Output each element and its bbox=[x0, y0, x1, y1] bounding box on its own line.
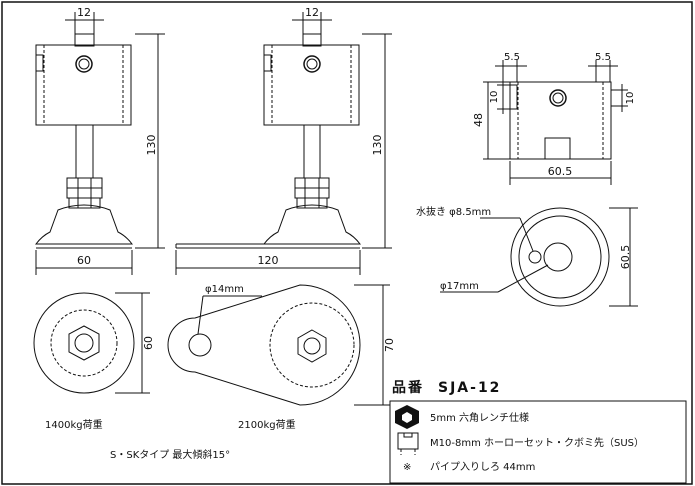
plan-view-2: φ14mm 70 2100kg荷重 bbox=[167, 284, 396, 431]
dim-base-1: 60 bbox=[77, 254, 91, 267]
product-code: SJA-12 bbox=[438, 380, 501, 396]
dim-bottom-dia: 60.5 bbox=[619, 245, 632, 270]
legend-row-2: M10-8mm ホーローセット・クボミ先（SUS） bbox=[430, 437, 644, 449]
hex-nut-2 bbox=[297, 329, 327, 363]
legend-box: 5mm 六角レンチ仕様 M10-8mm ホーローセット・クボミ先（SUS） ※ … bbox=[389, 400, 687, 484]
hole-17 bbox=[543, 242, 573, 272]
legend-row-1: 5mm 六角レンチ仕様 bbox=[430, 411, 529, 424]
legend-row-3-mark: ※ bbox=[403, 462, 411, 473]
dim-plan-2: 70 bbox=[383, 338, 396, 352]
front-view-1: 12 130 60 bbox=[34, 6, 165, 275]
dim-base-2: 120 bbox=[258, 254, 279, 267]
legend-row-3: パイプ入りしろ 44mm bbox=[430, 461, 535, 473]
dim-right-10: 10 bbox=[625, 92, 636, 105]
hole-17-label: φ17mm bbox=[440, 281, 479, 292]
block-bottom-view: 水抜き φ8.5mm φ17mm 60.5 bbox=[416, 205, 638, 307]
set-screw-1 bbox=[75, 55, 93, 73]
pipe-block-2 bbox=[263, 44, 360, 126]
dim-height-1: 130 bbox=[145, 135, 158, 156]
dim-left-5.5: 5.5 bbox=[504, 52, 520, 63]
load-label-2: 2100kg荷重 bbox=[238, 418, 296, 431]
front-view-2: 12 130 120 bbox=[175, 6, 392, 275]
tilt-note: S・SKタイプ 最大傾斜15° bbox=[110, 448, 230, 461]
dim-plan-1: 60 bbox=[142, 336, 155, 350]
hole-14-label: φ14mm bbox=[205, 284, 244, 295]
dim-left-10: 10 bbox=[489, 91, 500, 104]
hex-nut-1 bbox=[68, 325, 100, 361]
base-1 bbox=[34, 204, 134, 245]
drain-hole bbox=[528, 250, 542, 264]
dim-height-2: 130 bbox=[371, 135, 384, 156]
base-2 bbox=[262, 204, 362, 245]
block-side-view: 5.5 5.5 10 10 48 60.5 bbox=[472, 52, 636, 185]
dim-bolt-1: 12 bbox=[77, 6, 91, 19]
dim-block-height: 48 bbox=[472, 113, 485, 127]
hole-14 bbox=[188, 333, 212, 357]
pipe-block-1 bbox=[35, 44, 132, 126]
set-screw-icon bbox=[397, 432, 419, 455]
dim-block-width: 60.5 bbox=[548, 165, 573, 178]
product-label: 品番 bbox=[392, 379, 424, 396]
dim-bolt-2: 12 bbox=[305, 6, 319, 19]
set-screw-2 bbox=[303, 55, 321, 73]
load-label-1: 1400kg荷重 bbox=[45, 418, 103, 431]
dim-right-5.5: 5.5 bbox=[595, 52, 611, 63]
drain-hole-label: 水抜き φ8.5mm bbox=[416, 205, 491, 218]
hex-wrench-icon bbox=[395, 405, 419, 429]
plan-view-1: 60 1400kg荷重 bbox=[33, 292, 155, 431]
